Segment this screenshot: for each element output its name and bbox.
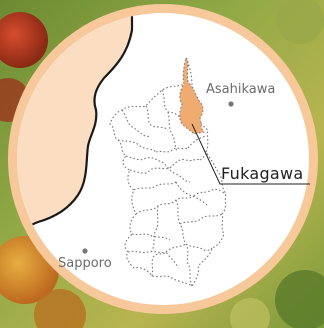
fukagawa-region bbox=[179, 57, 206, 135]
sapporo-dot bbox=[82, 248, 88, 254]
coastline bbox=[18, 13, 134, 234]
asahikawa-dot bbox=[228, 101, 234, 107]
fukagawa-label: Fukagawa bbox=[221, 164, 304, 183]
asahikawa-label: Asahikawa bbox=[206, 82, 276, 97]
fukagawa-leader-line bbox=[191, 123, 310, 185]
sapporo-label: Sapporo bbox=[58, 256, 112, 271]
